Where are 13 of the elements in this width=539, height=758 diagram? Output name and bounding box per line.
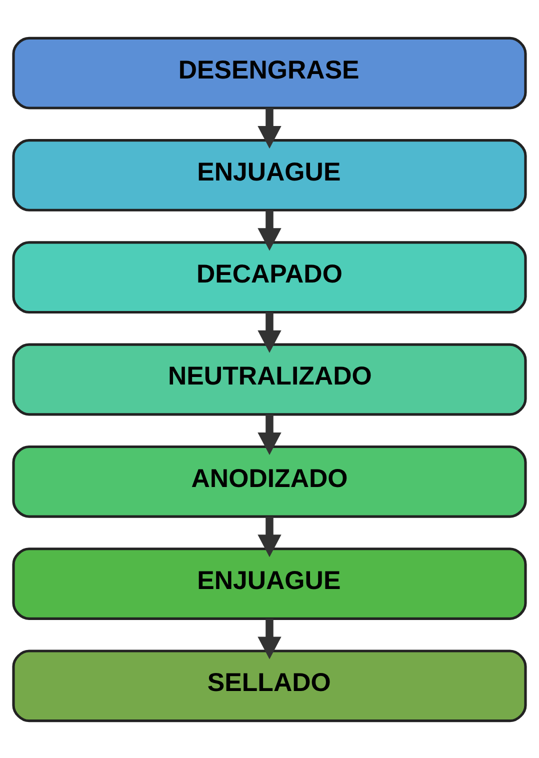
node-box: DECAPADO <box>12 240 527 314</box>
arrow <box>258 414 282 455</box>
arrow <box>258 210 282 250</box>
node-box: ENJUAGUE <box>12 138 527 211</box>
node-box: DESENGRASE <box>12 36 527 109</box>
node-box: ANODIZADO <box>12 444 527 518</box>
arrow <box>258 618 282 659</box>
arrow <box>258 108 282 148</box>
arrow <box>258 312 282 352</box>
node-box: NEUTRALIZADO <box>12 342 527 416</box>
node-box: SELLADO <box>12 649 527 722</box>
arrow <box>258 516 282 557</box>
node-box: ENJUAGUE <box>12 547 527 620</box>
